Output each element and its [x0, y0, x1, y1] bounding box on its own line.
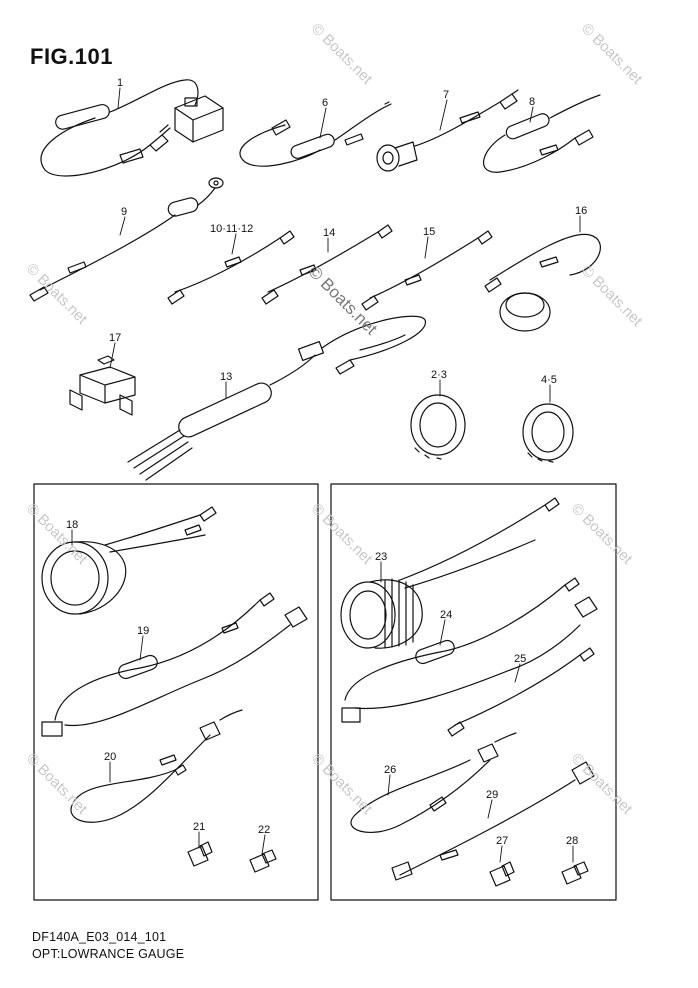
callout-25: 25 — [514, 653, 526, 665]
part-4-5-bezel-ring — [522, 403, 574, 463]
callout-26: 26 — [384, 764, 396, 776]
figure-title: FIG.101 — [30, 44, 113, 69]
callout-13: 13 — [220, 371, 232, 383]
figure-caption: OPT:LOWRANCE GAUGE — [32, 947, 185, 961]
callout-6: 6 — [322, 97, 328, 109]
callout-2-3: 2·3 — [431, 369, 447, 381]
callout-leader-lines — [71, 87, 581, 863]
callout-17: 17 — [109, 332, 121, 344]
figure-code: DF140A_E03_014_101 — [32, 930, 167, 944]
callout-1: 1 — [117, 77, 123, 89]
part-21-terminator — [187, 841, 213, 867]
callout-22: 22 — [258, 824, 270, 836]
part-26-cable — [350, 732, 517, 833]
callout-16: 16 — [575, 205, 587, 217]
part-23-threaded-gauge — [340, 497, 560, 649]
part-6-cable — [239, 101, 392, 167]
callout-29: 29 — [486, 789, 498, 801]
part-25-cable — [447, 647, 595, 737]
part-29-cable — [391, 761, 595, 881]
callout-20: 20 — [104, 751, 116, 763]
callout-10-11-12: 10·11·12 — [210, 223, 253, 235]
callout-7: 7 — [443, 89, 449, 101]
callout-8: 8 — [529, 96, 535, 108]
callout-4-5: 4·5 — [541, 374, 557, 386]
callout-labels: 1 6 7 8 9 10·11·12 14 15 16 17 13 2·3 4·… — [66, 77, 587, 847]
part-16-sensor — [484, 233, 601, 332]
part-27-terminator — [489, 861, 515, 887]
callout-9: 9 — [121, 206, 127, 218]
part-7-bulkhead-connector — [376, 89, 519, 172]
part-28-terminator — [561, 861, 589, 885]
left-group-frame — [33, 483, 319, 901]
part-18-gauge — [41, 506, 217, 615]
part-2-3-bezel-ring — [410, 394, 466, 460]
part-24-harness — [341, 577, 598, 723]
callout-28: 28 — [566, 835, 578, 847]
part-20-cable — [70, 709, 243, 823]
callout-23: 23 — [375, 551, 387, 563]
callout-15: 15 — [423, 226, 435, 238]
part-10-11-12-cable — [167, 230, 295, 305]
part-13-power-cable — [127, 315, 426, 481]
callout-21: 21 — [193, 821, 205, 833]
part-22-terminator — [249, 849, 277, 873]
callout-19: 19 — [137, 625, 149, 637]
part-1-cable-with-bracket — [40, 79, 224, 177]
part-17-t-connector — [69, 355, 136, 416]
part-19-harness — [41, 592, 308, 737]
part-8-cable — [482, 94, 601, 173]
right-group-frame — [330, 483, 617, 901]
callout-24: 24 — [440, 609, 452, 621]
callout-27: 27 — [496, 835, 508, 847]
callout-18: 18 — [66, 519, 78, 531]
part-15-cable — [361, 230, 493, 311]
part-9-cable — [29, 177, 224, 302]
part-14-cable — [261, 224, 393, 305]
callout-14: 14 — [323, 227, 335, 239]
